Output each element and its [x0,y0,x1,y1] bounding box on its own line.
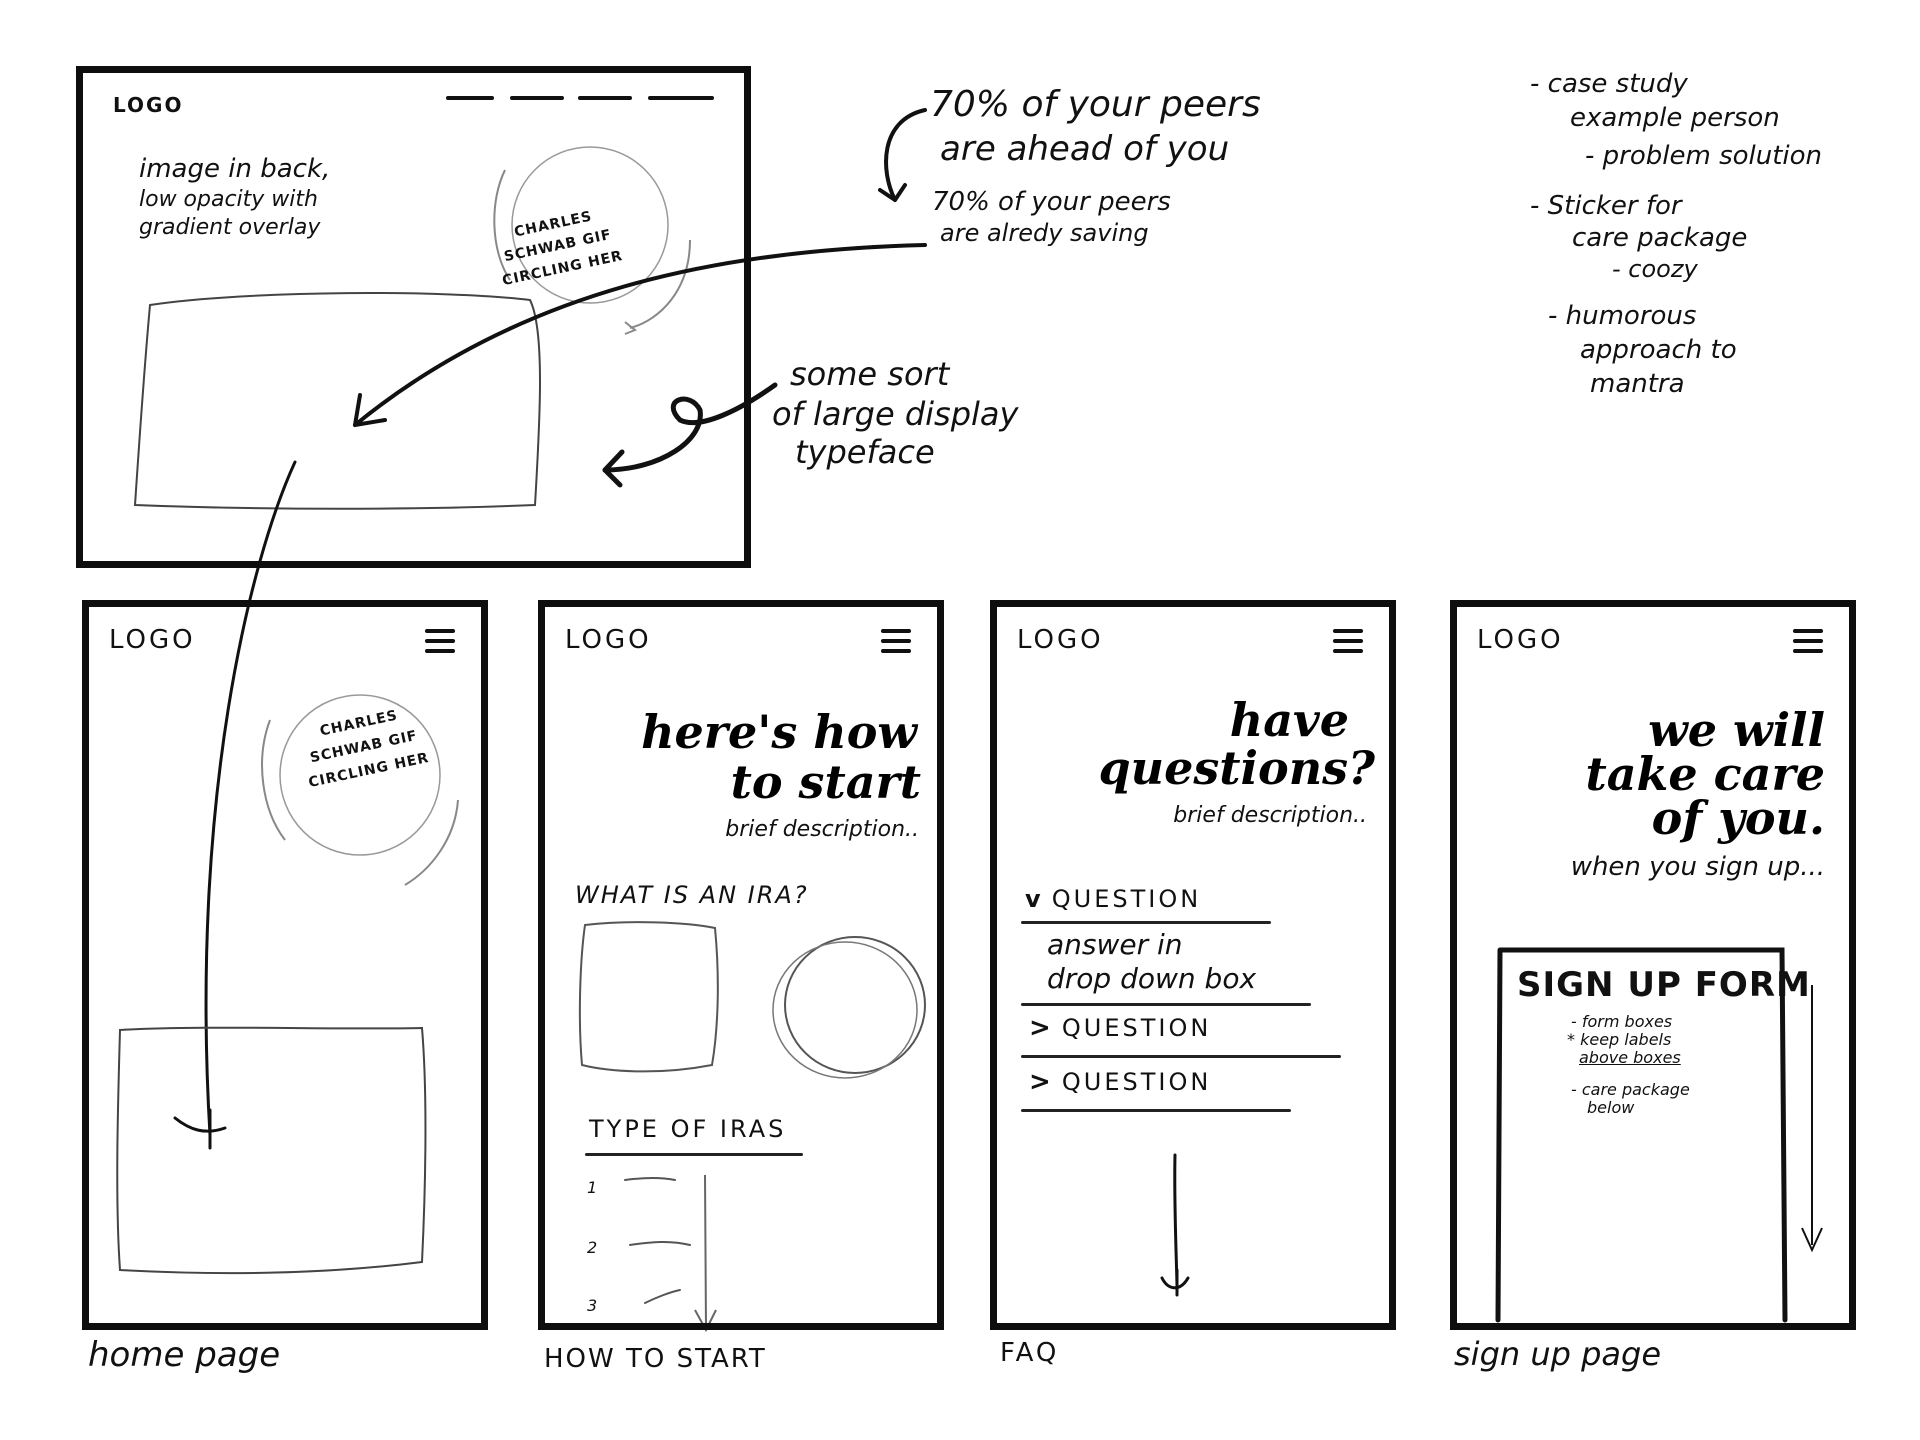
signup-form-note-2: * keep labels [1567,1030,1672,1049]
signup-logo: LOGO [1477,625,1564,655]
signup-form-note-3: above boxes [1579,1048,1681,1067]
faq-answer-1: answer in [1047,928,1183,961]
note-1: - case study [1530,69,1688,99]
note-4: - Sticker for [1530,191,1682,221]
desktop-gif-text: CHARLES SCHWAB GIF CIRCLING HER [500,208,625,289]
signup-form-note-1: - form boxes [1571,1012,1673,1031]
faq-chevron-right-icon: > [1029,1013,1051,1043]
desktop-frame: LOGO image in back, low opacity with gra… [76,66,751,568]
faq-answer-2: drop down box [1047,962,1257,995]
home-gif-text: CHARLES SCHWAB GIF CIRCLING HER [307,707,431,791]
faq-question-3[interactable]: > QUESTION [1029,1067,1289,1097]
peers-saving-2: are alredy saving [940,219,1149,247]
arrow-peers-curve [884,108,927,202]
signup-caption: sign up page [1454,1335,1662,1373]
note-3: - problem solution [1585,141,1823,171]
signup-subline: when you sign up... [1570,852,1825,882]
signup-headline-3: of you. [1651,791,1825,845]
signup-form-note-4: - care package [1571,1080,1690,1099]
home-frame: LOGO CHARLES SCHWAB GIF CIRCLING HER [82,600,488,1330]
faq-headline-2: questions? [1098,741,1375,795]
faq-question-2[interactable]: > QUESTION [1029,1013,1289,1043]
signup-form-title: SIGN UP FORM [1517,965,1811,1005]
signup-form-note-5: below [1587,1098,1635,1117]
faq-question-label: QUESTION [1061,1014,1212,1042]
how-logo: LOGO [565,625,652,655]
note-8: approach to [1580,335,1737,365]
desktop-image-note-1: image in back, [139,154,331,184]
peers-line-2: are ahead of you [940,129,1230,169]
note-7: - humorous [1548,301,1697,331]
signup-headline-1: we will [1648,703,1825,757]
how-to-start-frame: LOGO here's how to start brief descripti… [538,600,944,1330]
signup-frame: LOGO we will take care of you. when you … [1450,600,1856,1330]
note-2: example person [1570,103,1780,133]
note-5: care package [1572,223,1748,253]
how-list-3: 3 [587,1296,598,1315]
desktop-logo: LOGO [113,93,184,117]
typeface-note-3: typeface [795,433,935,471]
faq-frame: LOGO have questions? brief description..… [990,600,1396,1330]
typeface-note-1: some sort [790,355,950,393]
peers-line-1: 70% of your peers [930,84,1261,125]
faq-question-1[interactable]: v QUESTION [1025,885,1285,913]
how-list-1: 1 [587,1178,598,1197]
desktop-image-note-2: low opacity with [139,187,318,212]
peers-saving-1: 70% of your peers [932,187,1171,217]
faq-caption: FAQ [1000,1338,1060,1368]
signup-menu-icon[interactable] [1793,629,1823,655]
faq-question-label: QUESTION [1061,1068,1212,1096]
desktop-image-note-3: gradient overlay [139,215,321,240]
signup-headline-2: take care [1585,747,1825,801]
how-description: brief description.. [725,817,919,842]
how-list-2: 2 [587,1238,598,1257]
how-menu-icon[interactable] [881,629,911,655]
how-section-types-underline [585,1153,803,1156]
note-6: - coozy [1612,255,1698,283]
how-section-ira: WHAT IS AN IRA? [575,881,809,909]
note-9: mantra [1590,369,1685,399]
how-caption: HOW TO START [544,1344,767,1374]
faq-headline-1: have [1229,693,1349,747]
home-caption: home page [88,1335,281,1375]
faq-description: brief description.. [1173,803,1367,828]
home-menu-icon[interactable] [425,629,455,655]
how-headline-2: to start [730,755,921,809]
faq-logo: LOGO [1017,625,1104,655]
how-headline-1: here's how [641,705,917,759]
faq-menu-icon[interactable] [1333,629,1363,655]
faq-question-label: QUESTION [1051,885,1202,913]
how-section-types: TYPE OF IRAS [589,1115,787,1143]
home-logo: LOGO [109,625,196,655]
faq-chevron-right-icon: > [1029,1067,1051,1097]
typeface-note-2: of large display [772,395,1019,433]
faq-chevron-down-icon: v [1025,885,1041,913]
